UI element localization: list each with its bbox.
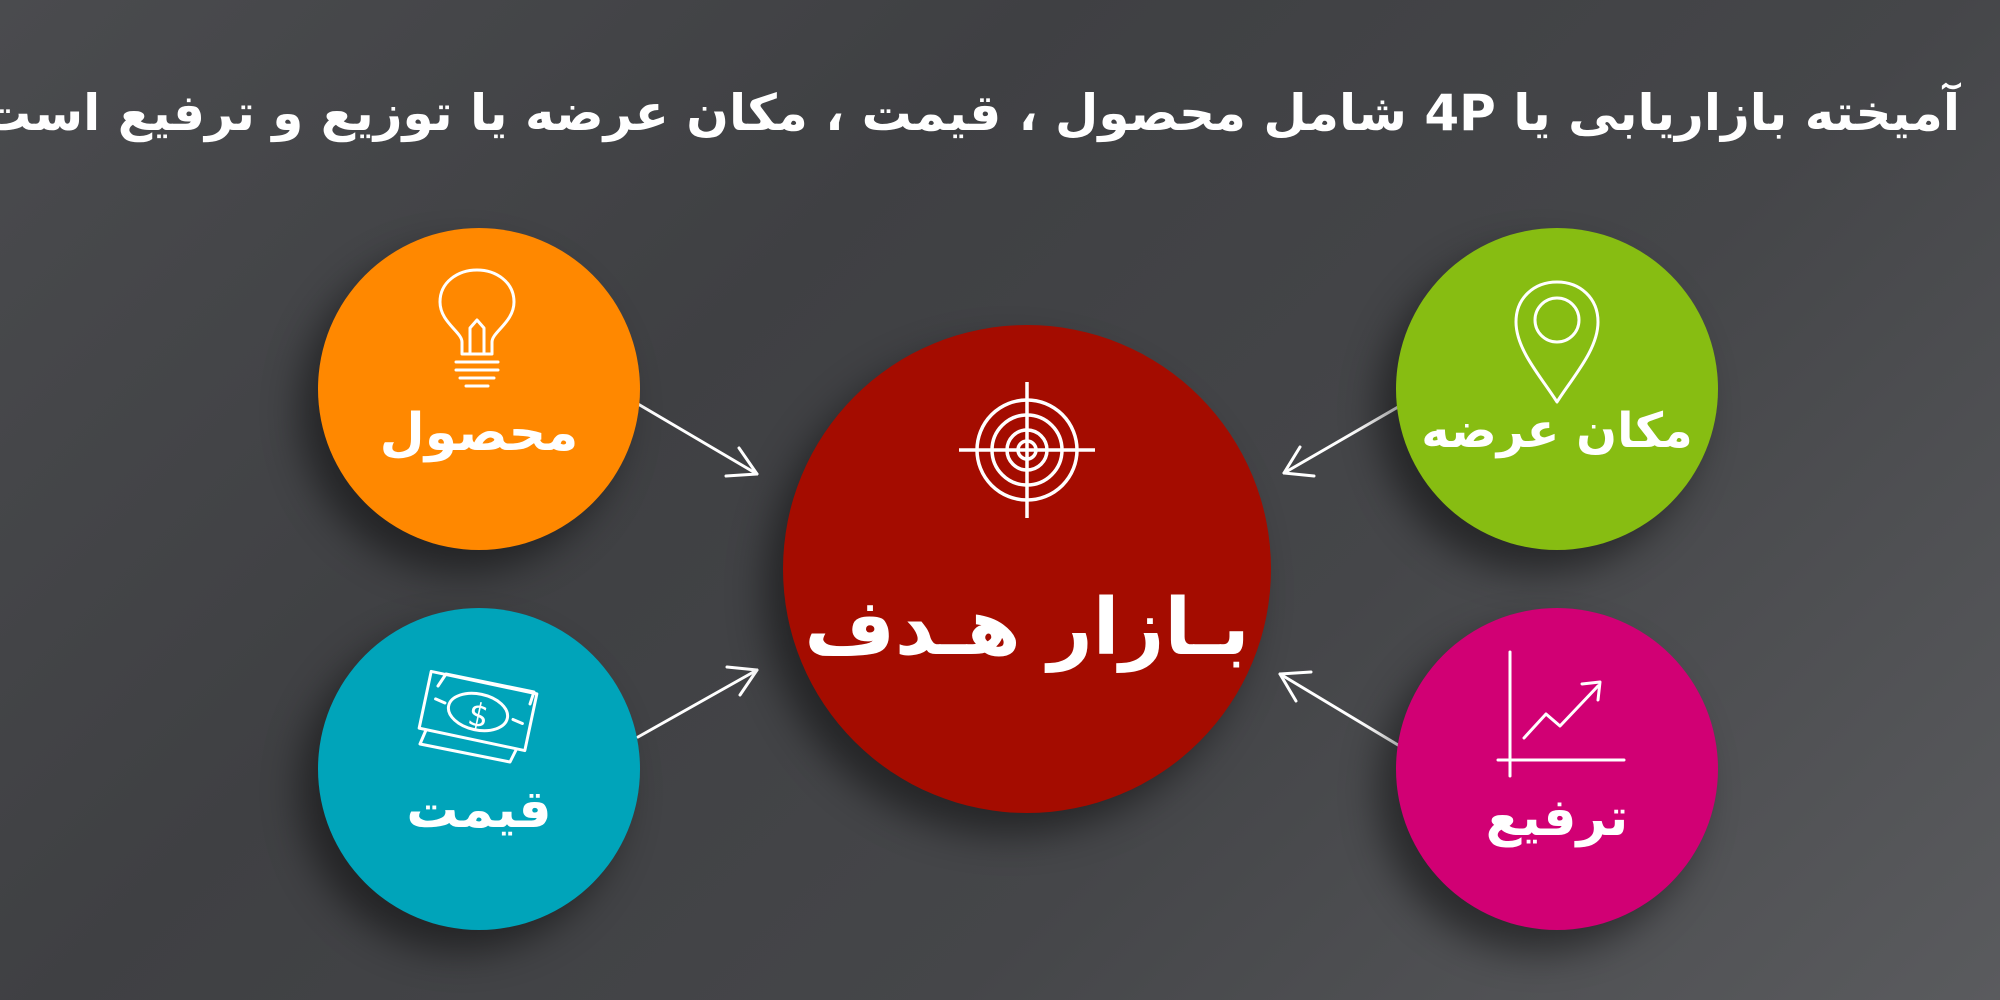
target-icon <box>957 380 1097 520</box>
product-circle: محصول <box>318 228 640 550</box>
product-label: محصول <box>379 403 579 463</box>
target-market-circle: بـازار هـدف <box>783 325 1271 813</box>
price-label: قیمت <box>406 780 552 840</box>
lightbulb-icon <box>432 266 522 396</box>
arrow-price-to-center <box>636 665 759 739</box>
promotion-circle: ترفیع <box>1396 608 1718 930</box>
place-circle: مکان عرضه <box>1396 228 1718 550</box>
place-label: مکان عرضه <box>1421 403 1693 459</box>
arrow-product-to-center <box>636 402 759 478</box>
arrow-place-to-center <box>1282 405 1400 478</box>
target-market-label: بـازار هـدف <box>804 583 1250 673</box>
growth-chart-icon <box>1494 648 1629 783</box>
location-pin-icon <box>1512 278 1602 408</box>
promotion-label: ترفیع <box>1485 788 1629 848</box>
page-title: آمیخته بازاریابی یا 4P شامل محصول ، قیمت… <box>0 84 1960 142</box>
price-circle: $ قیمت <box>318 608 640 930</box>
money-icon: $ <box>414 668 544 768</box>
arrow-promotion-to-center <box>1278 670 1400 747</box>
